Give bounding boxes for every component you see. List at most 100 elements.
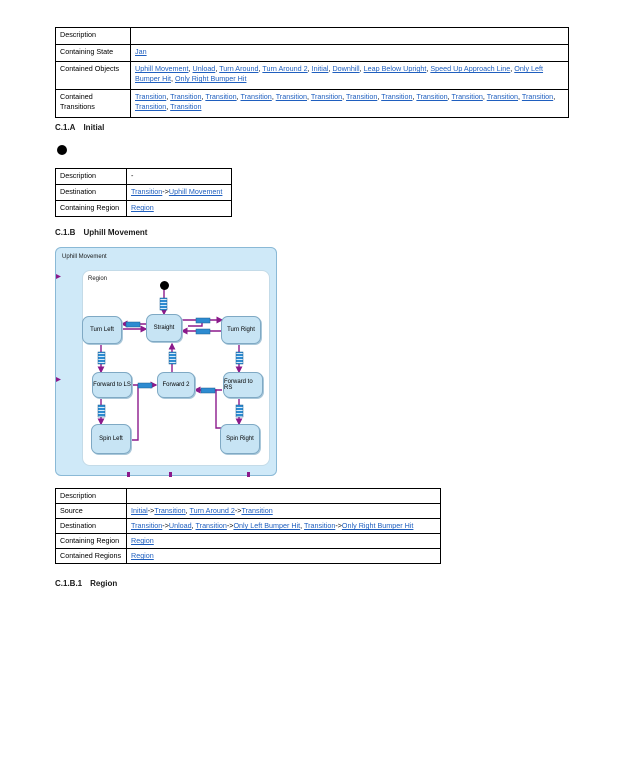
- state-forward-2[interactable]: Forward 2: [157, 372, 195, 398]
- section-title: Region: [90, 579, 118, 588]
- destination-link-transition[interactable]: Transition: [131, 187, 163, 196]
- object-link[interactable]: Initial: [311, 64, 329, 73]
- object-link[interactable]: Turn Around 2: [189, 506, 235, 515]
- list-separator: ,: [170, 74, 175, 83]
- object-link[interactable]: Transition: [135, 92, 167, 101]
- row-value-destination: Transition->Unload, Transition->Only Lef…: [126, 518, 441, 534]
- transition-marker-icon[interactable]: [97, 351, 106, 365]
- object-link[interactable]: Turn Around 2: [262, 64, 308, 73]
- object-link[interactable]: Only Right Bumper Hit: [174, 74, 247, 83]
- object-link[interactable]: Transition: [240, 92, 272, 101]
- region-link[interactable]: Region: [131, 203, 154, 212]
- object-link[interactable]: Transition: [521, 92, 554, 101]
- list-separator: ,: [191, 521, 196, 530]
- containing-state-link[interactable]: Jan: [135, 47, 147, 56]
- initial-node-icon[interactable]: [160, 281, 169, 290]
- port-icon: [56, 274, 61, 279]
- object-link[interactable]: Only Right Bumper Hit: [341, 521, 414, 530]
- object-link[interactable]: Speed Up Approach Line: [430, 64, 511, 73]
- list-separator: ,: [482, 92, 487, 101]
- object-link[interactable]: Transition: [241, 506, 273, 515]
- object-link[interactable]: Initial: [131, 506, 148, 515]
- object-link[interactable]: Uphill Movement: [135, 64, 189, 73]
- object-link[interactable]: Transition: [154, 506, 186, 515]
- initial-properties-table: Description - Destination Transition->Up…: [55, 168, 232, 217]
- region-link[interactable]: Region: [131, 536, 154, 545]
- state-spin-left[interactable]: Spin Left: [91, 424, 131, 454]
- row-label-description: Description: [55, 27, 131, 45]
- transition-marker-icon[interactable]: [97, 404, 106, 418]
- row-value-description: [130, 27, 569, 45]
- object-link[interactable]: Only Left Bumper Hit: [135, 64, 544, 83]
- state-turn-left[interactable]: Turn Left: [82, 316, 122, 344]
- object-link[interactable]: Transition: [486, 92, 519, 101]
- state-spin-right[interactable]: Spin Right: [220, 424, 260, 454]
- list-separator: ,: [166, 92, 171, 101]
- transition-marker-icon[interactable]: [168, 351, 177, 365]
- port-icon: [247, 472, 250, 477]
- object-link[interactable]: Transition: [346, 92, 378, 101]
- transition-marker-icon[interactable]: [200, 387, 216, 394]
- list-separator: ,: [342, 92, 347, 101]
- state-turn-right[interactable]: Turn Right: [221, 316, 261, 344]
- list-separator: ,: [359, 64, 364, 73]
- object-link[interactable]: Leap Below Upright: [363, 64, 427, 73]
- destination-link-uphill[interactable]: Uphill Movement: [168, 187, 223, 196]
- transition-marker-icon[interactable]: [235, 351, 244, 365]
- list-separator: ,: [307, 64, 312, 73]
- list-separator: ,: [447, 92, 452, 101]
- transition-marker-icon[interactable]: [125, 321, 141, 328]
- object-link[interactable]: Unload: [168, 521, 192, 530]
- row-label-description: Description: [55, 168, 127, 185]
- object-link[interactable]: Transition: [381, 92, 413, 101]
- row-label-contained-regions: Contained Regions: [55, 548, 127, 564]
- port-icon: [56, 377, 61, 382]
- object-link[interactable]: Transition: [416, 92, 448, 101]
- object-link[interactable]: Transition: [304, 521, 336, 530]
- list-separator: ,: [271, 92, 276, 101]
- arrow-separator: ->: [335, 521, 342, 530]
- row-value-destination: Transition->Uphill Movement: [126, 184, 232, 201]
- transition-marker-icon[interactable]: [159, 297, 168, 311]
- object-link[interactable]: Transition: [131, 521, 163, 530]
- object-link[interactable]: Turn Around: [219, 64, 259, 73]
- arrow-separator: ->: [162, 187, 169, 196]
- row-label-description: Description: [55, 488, 127, 504]
- state-label: Spin Right: [226, 436, 254, 442]
- diagram-title: Uphill Movement: [62, 254, 107, 260]
- uphill-properties-table: Description Source Initial->Transition, …: [55, 488, 441, 564]
- section-number: C.1.B.1: [55, 579, 83, 588]
- row-value-description: [126, 488, 441, 504]
- list-separator: ,: [215, 64, 220, 73]
- object-link[interactable]: Transition: [170, 102, 202, 111]
- list-separator: ,: [412, 92, 417, 101]
- object-link[interactable]: Unload: [192, 64, 216, 73]
- transition-marker-icon[interactable]: [195, 328, 211, 335]
- object-link[interactable]: Transition: [195, 521, 227, 530]
- state-forward-ls[interactable]: Forward to LS: [92, 372, 132, 398]
- state-label: Forward 2: [162, 382, 190, 388]
- row-label-destination: Destination: [55, 518, 127, 534]
- state-straight[interactable]: Straight: [146, 314, 182, 342]
- row-label-containing-state: Containing State: [55, 44, 131, 62]
- object-link[interactable]: Transition: [451, 92, 483, 101]
- state-forward-rs[interactable]: Forward to RS: [223, 372, 263, 398]
- object-link[interactable]: Transition: [275, 92, 307, 101]
- row-value-containing-region: Region: [126, 200, 232, 217]
- object-link[interactable]: Downhill: [332, 64, 360, 73]
- row-value-source: Initial->Transition, Turn Around 2->Tran…: [126, 503, 441, 519]
- transition-marker-icon[interactable]: [137, 382, 153, 389]
- object-link[interactable]: Transition: [310, 92, 343, 101]
- section-number: C.1.B: [55, 228, 76, 237]
- transition-marker-icon[interactable]: [235, 404, 244, 418]
- list-separator: ,: [258, 64, 263, 73]
- object-link[interactable]: Transition: [170, 92, 202, 101]
- object-link[interactable]: Transition: [205, 92, 237, 101]
- contained-region-link[interactable]: Region: [131, 551, 154, 560]
- object-link[interactable]: Only Left Bumper Hit: [233, 521, 301, 530]
- state-label: Straight: [153, 325, 175, 331]
- object-link[interactable]: Transition: [135, 102, 167, 111]
- list-separator: ,: [377, 92, 382, 101]
- transition-marker-icon[interactable]: [195, 317, 211, 324]
- section-number: C.1.A: [55, 123, 76, 132]
